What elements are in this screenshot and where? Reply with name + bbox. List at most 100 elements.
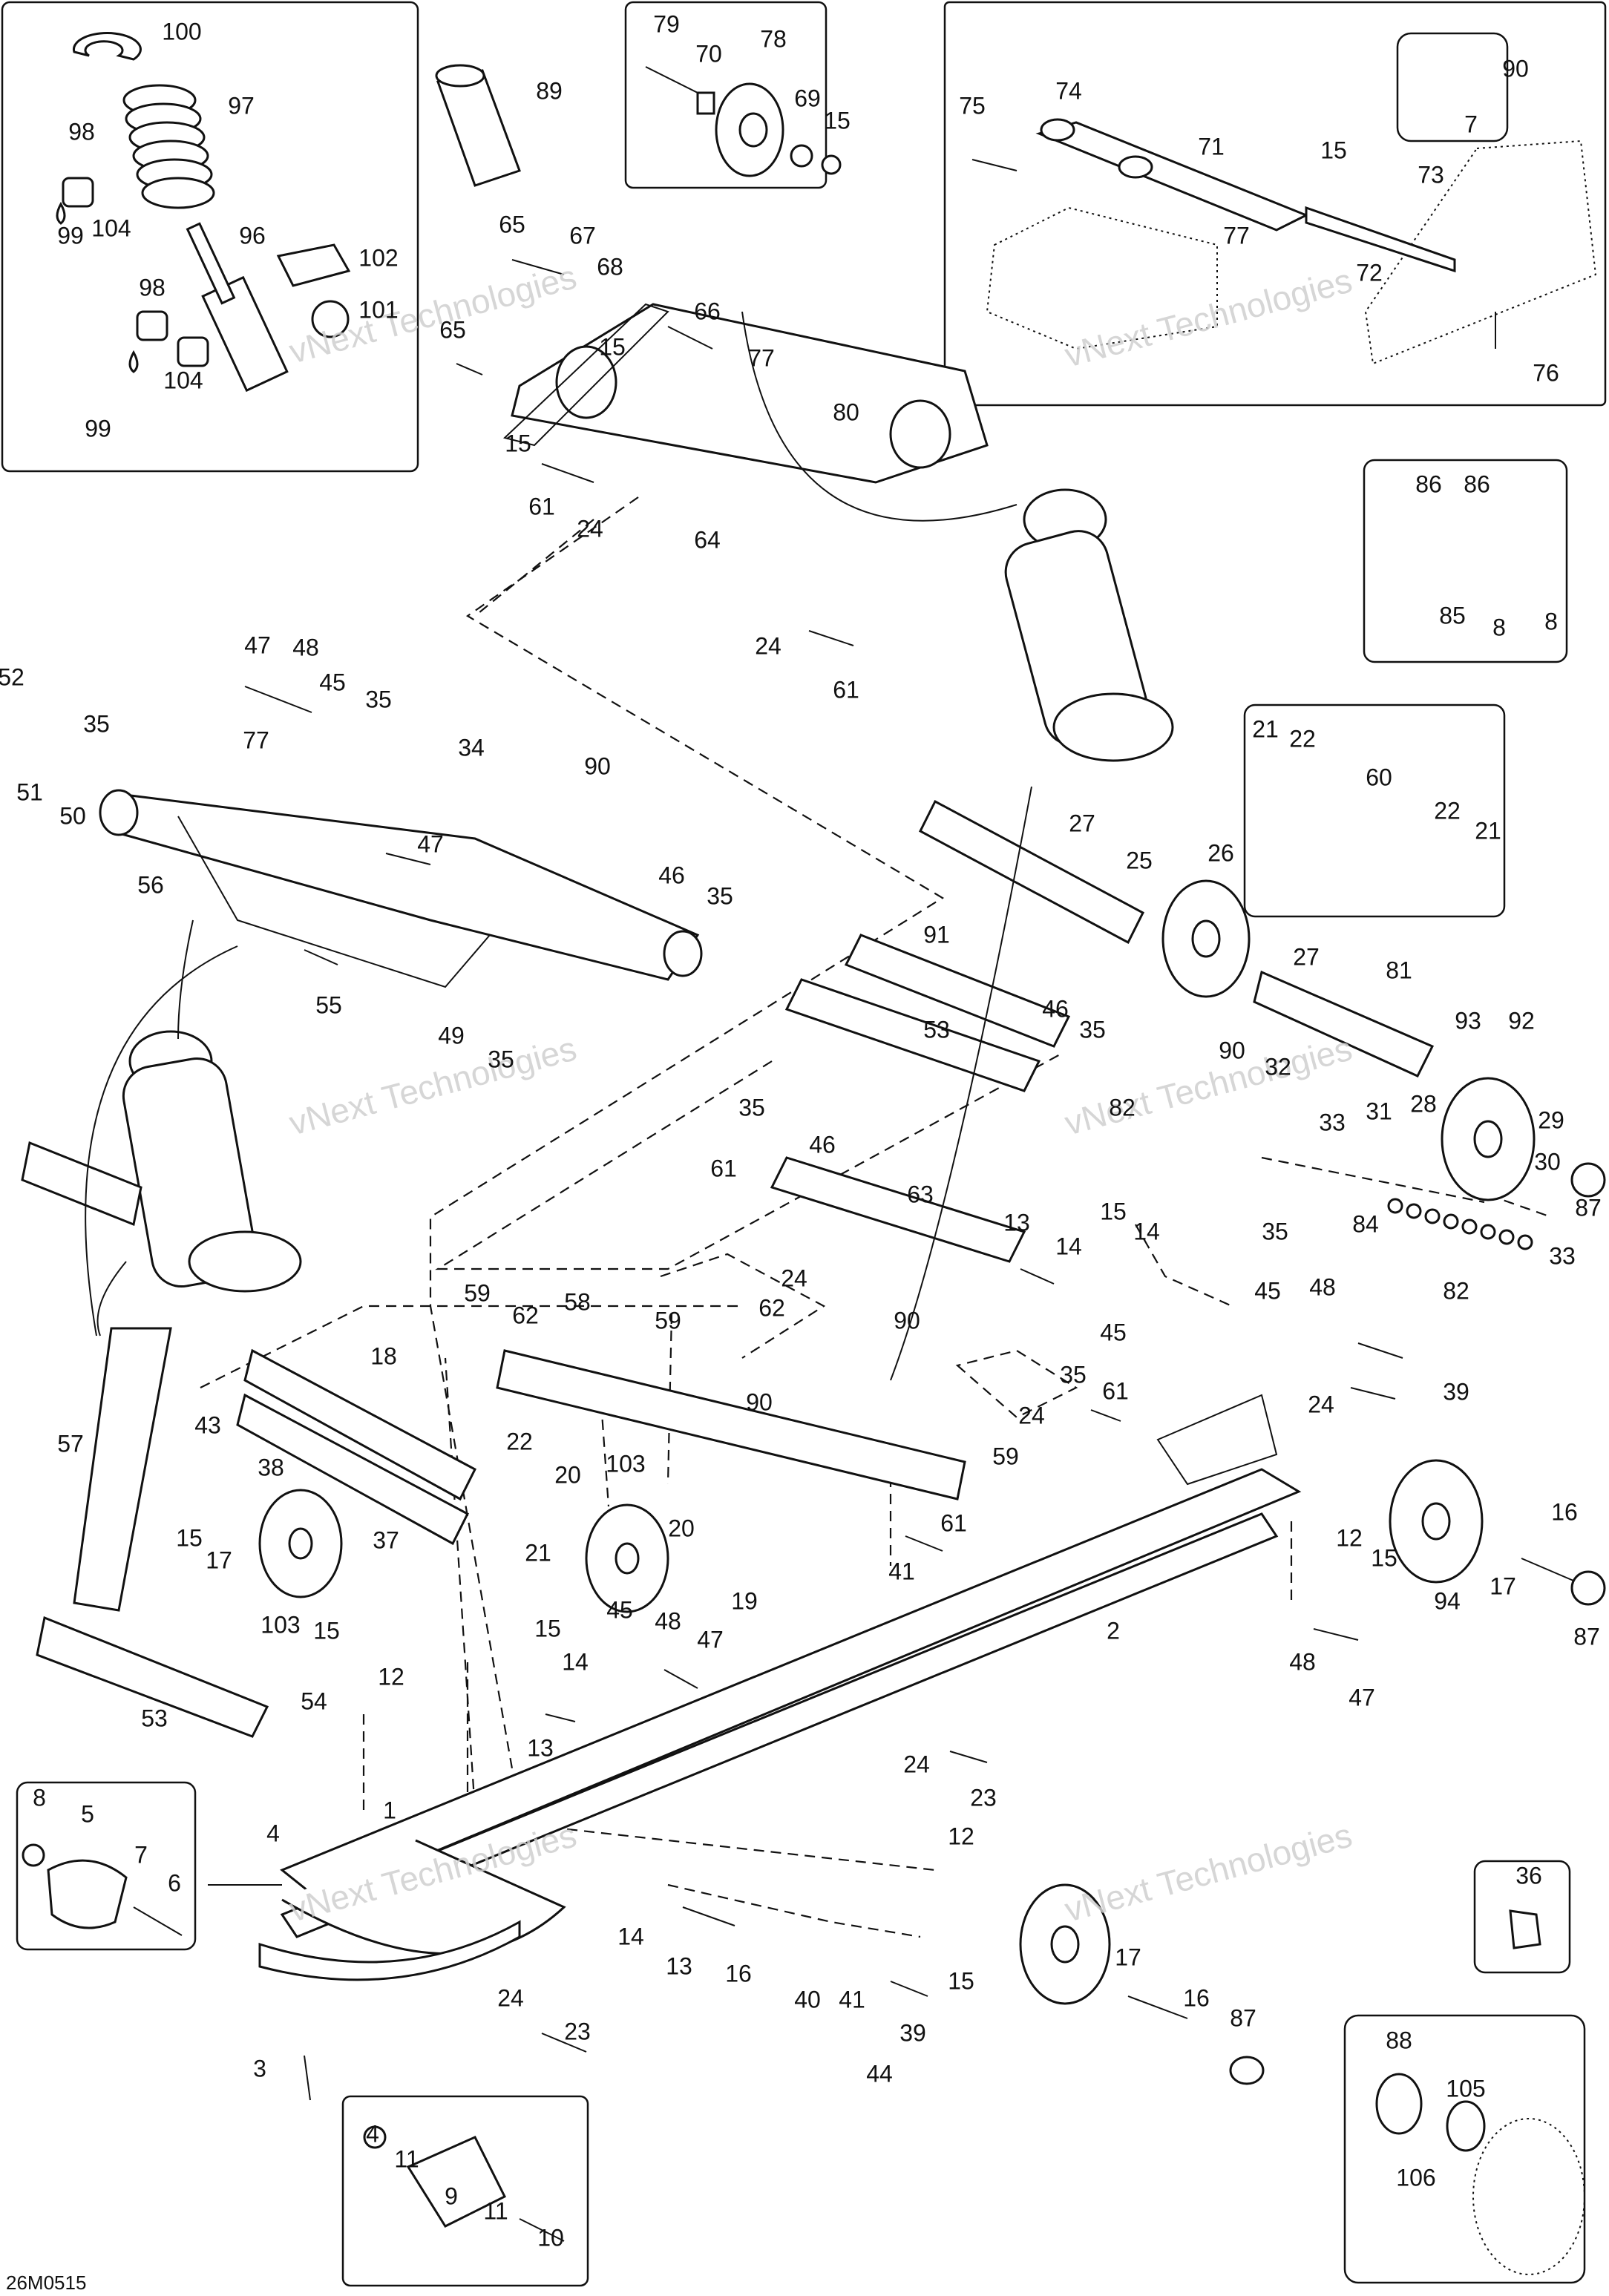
part-label-9: 9 bbox=[445, 2182, 458, 2209]
part-label-22: 22 bbox=[1289, 725, 1316, 752]
part-label-8: 8 bbox=[33, 1784, 46, 1811]
part-label-11: 11 bbox=[483, 2197, 508, 2224]
shock-rod bbox=[186, 222, 236, 305]
part-label-13: 13 bbox=[666, 1952, 692, 1979]
part-label-59: 59 bbox=[992, 1443, 1019, 1469]
cap-87-b bbox=[1570, 1570, 1606, 1606]
part-label-47: 47 bbox=[1349, 1684, 1375, 1710]
grease-drop-icon bbox=[56, 201, 66, 225]
part-label-85: 85 bbox=[1439, 602, 1466, 629]
part-label-30: 30 bbox=[1534, 1148, 1561, 1175]
part-label-12: 12 bbox=[378, 1663, 404, 1690]
part-label-69: 69 bbox=[794, 85, 821, 111]
part-label-81: 81 bbox=[1386, 957, 1412, 983]
part-label-7: 7 bbox=[134, 1841, 148, 1868]
part-label-15: 15 bbox=[948, 1967, 974, 1994]
part-label-68: 68 bbox=[597, 253, 623, 280]
part-label-13: 13 bbox=[1003, 1209, 1030, 1236]
shock-assembly-drawing bbox=[56, 32, 351, 393]
slider-block-drawing bbox=[363, 2125, 565, 2242]
part-label-11: 11 bbox=[394, 2145, 419, 2172]
part-label-99: 99 bbox=[85, 415, 111, 442]
part-label-34: 34 bbox=[458, 734, 485, 761]
part-label-35: 35 bbox=[1060, 1361, 1087, 1388]
fitting-36-drawing bbox=[1509, 1909, 1541, 1949]
part-label-71: 71 bbox=[1198, 133, 1225, 160]
part-label-84: 84 bbox=[1352, 1210, 1379, 1237]
part-label-12: 12 bbox=[948, 1823, 974, 1849]
wheels bbox=[258, 879, 1585, 2275]
inset-grease-fitting bbox=[1396, 32, 1509, 142]
rear-arm-drawing bbox=[971, 118, 1597, 365]
part-label-70: 70 bbox=[695, 40, 722, 67]
part-label-75: 75 bbox=[959, 92, 986, 119]
part-label-24: 24 bbox=[781, 1265, 807, 1291]
part-label-62: 62 bbox=[512, 1302, 539, 1328]
part-label-92: 92 bbox=[1508, 1007, 1535, 1034]
part-label-61: 61 bbox=[1102, 1377, 1129, 1404]
part-label-46: 46 bbox=[1042, 995, 1069, 1022]
part-label-24: 24 bbox=[1308, 1391, 1334, 1417]
part-label-16: 16 bbox=[1183, 1984, 1210, 2011]
part-label-106: 106 bbox=[1396, 2164, 1435, 2191]
part-label-45: 45 bbox=[1100, 1319, 1127, 1345]
part-label-61: 61 bbox=[940, 1509, 967, 1536]
part-label-21: 21 bbox=[1252, 715, 1279, 742]
part-label-2: 2 bbox=[1107, 1617, 1120, 1644]
part-label-31: 31 bbox=[1366, 1098, 1392, 1124]
part-label-7: 7 bbox=[1464, 111, 1478, 137]
bushing-lower-2 bbox=[177, 336, 209, 367]
part-label-4: 4 bbox=[266, 1820, 280, 1846]
part-label-43: 43 bbox=[194, 1411, 221, 1438]
part-label-91: 91 bbox=[923, 921, 950, 948]
part-label-48: 48 bbox=[1309, 1273, 1336, 1300]
part-label-90: 90 bbox=[894, 1307, 920, 1334]
part-label-8: 8 bbox=[1544, 608, 1558, 634]
part-label-96: 96 bbox=[239, 222, 266, 249]
part-label-88: 88 bbox=[1386, 2027, 1412, 2053]
part-label-16: 16 bbox=[1551, 1498, 1578, 1525]
rear-shock-spring bbox=[1004, 488, 1174, 762]
part-label-90: 90 bbox=[746, 1388, 773, 1415]
part-label-86: 86 bbox=[1464, 470, 1490, 497]
part-label-24: 24 bbox=[903, 1751, 930, 1777]
part-label-18: 18 bbox=[370, 1342, 397, 1369]
part-label-19: 19 bbox=[731, 1587, 758, 1614]
part-label-105: 105 bbox=[1446, 2075, 1485, 2102]
part-label-58: 58 bbox=[564, 1288, 591, 1315]
part-label-67: 67 bbox=[569, 222, 596, 249]
part-label-73: 73 bbox=[1418, 161, 1444, 188]
inset-bracket bbox=[1363, 459, 1568, 663]
part-label-77: 77 bbox=[748, 344, 775, 371]
part-label-35: 35 bbox=[707, 882, 733, 909]
part-label-87: 87 bbox=[1575, 1194, 1602, 1221]
part-label-1: 1 bbox=[383, 1797, 396, 1823]
part-label-39: 39 bbox=[899, 2019, 926, 2046]
part-label-82: 82 bbox=[1443, 1277, 1469, 1304]
part-label-12: 12 bbox=[1336, 1524, 1363, 1551]
part-label-3: 3 bbox=[253, 2055, 266, 2082]
part-label-51: 51 bbox=[16, 778, 43, 805]
part-label-53: 53 bbox=[141, 1705, 168, 1731]
slide-rails bbox=[258, 1394, 1302, 1981]
part-label-62: 62 bbox=[758, 1294, 785, 1321]
sleeve-89-drawing bbox=[435, 64, 521, 187]
part-label-100: 100 bbox=[162, 18, 201, 45]
part-label-14: 14 bbox=[1055, 1233, 1082, 1259]
part-label-76: 76 bbox=[1533, 359, 1559, 386]
part-label-54: 54 bbox=[301, 1687, 327, 1714]
part-label-98: 98 bbox=[139, 274, 166, 301]
part-label-20: 20 bbox=[554, 1461, 581, 1488]
part-label-87: 87 bbox=[1230, 2004, 1256, 2031]
part-label-53: 53 bbox=[923, 1016, 950, 1043]
wheel-bottom bbox=[1019, 1883, 1111, 2005]
wheel-inset-bearing bbox=[1375, 2073, 1585, 2275]
part-label-26: 26 bbox=[1207, 839, 1234, 866]
part-label-6: 6 bbox=[168, 1869, 181, 1896]
part-label-15: 15 bbox=[1320, 137, 1347, 163]
assembly-guides bbox=[200, 496, 1552, 1938]
part-label-35: 35 bbox=[83, 710, 110, 737]
